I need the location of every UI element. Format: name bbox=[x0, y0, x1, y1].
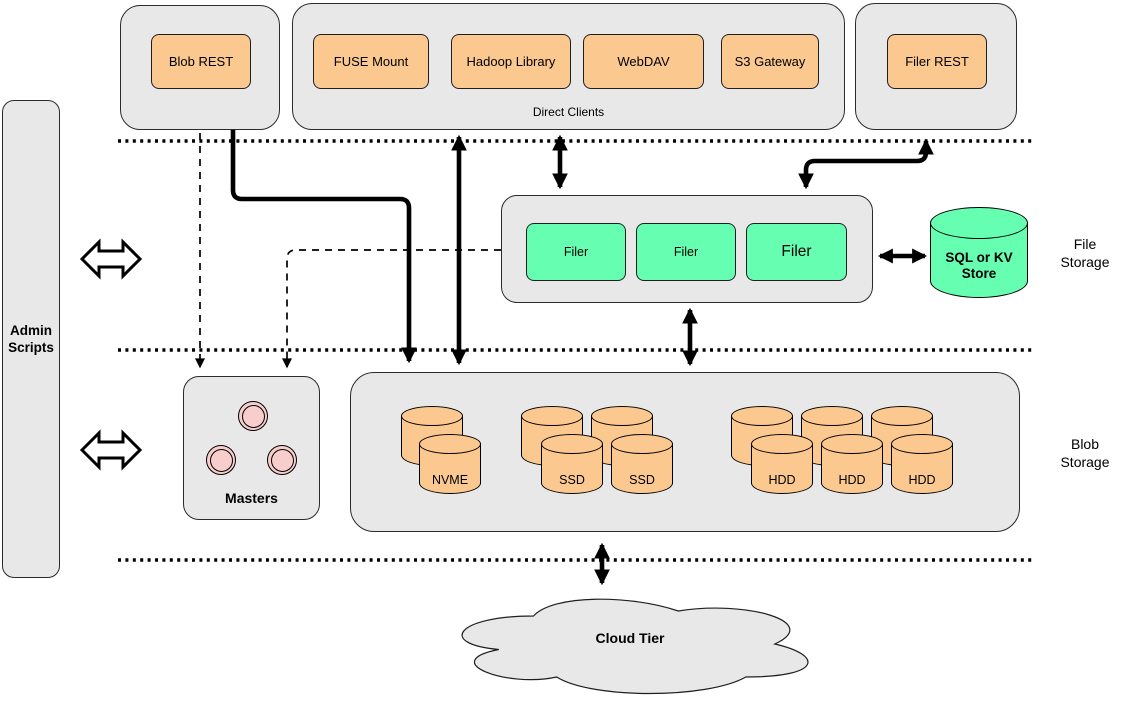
hadoop-library-label: Hadoop Library bbox=[466, 54, 556, 69]
cylinder-top bbox=[401, 406, 463, 426]
cylinder-top bbox=[751, 434, 813, 454]
hdd-disk-label: HDD bbox=[838, 473, 866, 487]
filer-rest-label: Filer REST bbox=[905, 54, 969, 69]
filer-cluster-panel: Filer Filer Filer bbox=[501, 195, 873, 303]
master-node-icon bbox=[238, 401, 268, 431]
nvme-disk-cylinder: NVME bbox=[419, 434, 481, 494]
hdd-disk-cylinder: HDD bbox=[821, 434, 883, 494]
webdav-box: WebDAV bbox=[583, 34, 704, 89]
cylinder-top bbox=[611, 434, 673, 454]
blob-rest-box: Blob REST bbox=[151, 34, 251, 89]
blob-storage-tier-label: Blob Storage bbox=[1060, 436, 1110, 470]
filer-label-3: Filer bbox=[781, 243, 812, 260]
webdav-label: WebDAV bbox=[617, 54, 670, 69]
ssd-disk-label: SSD bbox=[559, 473, 585, 487]
master-node-icon bbox=[267, 445, 297, 475]
ssd-disk-cylinder: SSD bbox=[541, 434, 603, 494]
blob-storage-panel: NVME SSD SSD bbox=[350, 372, 1020, 532]
admin-file-tier-double-arrow-icon bbox=[79, 238, 143, 280]
direct-clients-caption: Direct Clients bbox=[532, 105, 605, 119]
blob-rest-label: Blob REST bbox=[168, 54, 234, 69]
direct-clients-panel: FUSE Mount Hadoop Library WebDAV S3 Gate… bbox=[292, 3, 845, 130]
cylinder-top bbox=[801, 406, 863, 426]
masters-panel: Masters bbox=[183, 376, 320, 520]
cylinder-top bbox=[521, 406, 583, 426]
ssd-disk-cylinder: SSD bbox=[611, 434, 673, 494]
sql-kv-store-cylinder: SQL or KV Store bbox=[930, 207, 1028, 298]
arrow-blobrest-to-blobstorage bbox=[230, 130, 417, 364]
hdd-disk-cylinder: HDD bbox=[891, 434, 953, 494]
sql-kv-store-label: SQL or KV Store bbox=[945, 249, 1013, 281]
filer-label-1: Filer bbox=[563, 245, 589, 259]
fuse-mount-label: FUSE Mount bbox=[333, 54, 409, 69]
filer-rest-panel: Filer REST bbox=[855, 3, 1017, 130]
hdd-disk-cylinder: HDD bbox=[751, 434, 813, 494]
filer-label-2: Filer bbox=[673, 245, 699, 259]
cylinder-top bbox=[591, 406, 653, 426]
filer-box-3: Filer bbox=[746, 223, 847, 281]
cloud-tier-label: Cloud Tier bbox=[595, 630, 665, 646]
s3-gateway-label: S3 Gateway bbox=[734, 54, 806, 69]
cylinder-top bbox=[541, 434, 603, 454]
admin-scripts-panel: Admin Scripts bbox=[2, 100, 60, 578]
arrow-filerrest-to-filer bbox=[798, 138, 934, 190]
hadoop-library-box: Hadoop Library bbox=[451, 34, 571, 89]
nvme-disk-label: NVME bbox=[431, 473, 469, 487]
blob-rest-panel: Blob REST bbox=[120, 5, 280, 130]
file-storage-tier-label: File Storage bbox=[1060, 236, 1110, 270]
cylinder-top bbox=[891, 434, 953, 454]
cylinder-top bbox=[731, 406, 793, 426]
masters-label: Masters bbox=[225, 490, 278, 506]
cylinder-top bbox=[871, 406, 933, 426]
admin-scripts-label: Admin Scripts bbox=[8, 323, 54, 355]
admin-blob-tier-double-arrow-icon bbox=[79, 429, 143, 471]
master-node-icon bbox=[206, 445, 236, 475]
ssd-disk-label: SSD bbox=[629, 473, 655, 487]
cylinder-top bbox=[930, 207, 1028, 239]
cylinder-body bbox=[611, 444, 673, 494]
filer-box-1: Filer bbox=[526, 223, 626, 281]
filer-rest-box: Filer REST bbox=[887, 34, 987, 89]
hdd-disk-label: HDD bbox=[768, 473, 796, 487]
cloud-tier-shape bbox=[461, 598, 809, 695]
hdd-disk-label: HDD bbox=[908, 473, 936, 487]
dashed-arrow-filer-to-masters bbox=[282, 249, 501, 369]
cylinder-top bbox=[821, 434, 883, 454]
filer-box-2: Filer bbox=[636, 223, 736, 281]
s3-gateway-box: S3 Gateway bbox=[721, 34, 819, 89]
fuse-mount-box: FUSE Mount bbox=[313, 34, 429, 89]
cloud-outline bbox=[461, 598, 809, 695]
cylinder-top bbox=[419, 434, 481, 454]
